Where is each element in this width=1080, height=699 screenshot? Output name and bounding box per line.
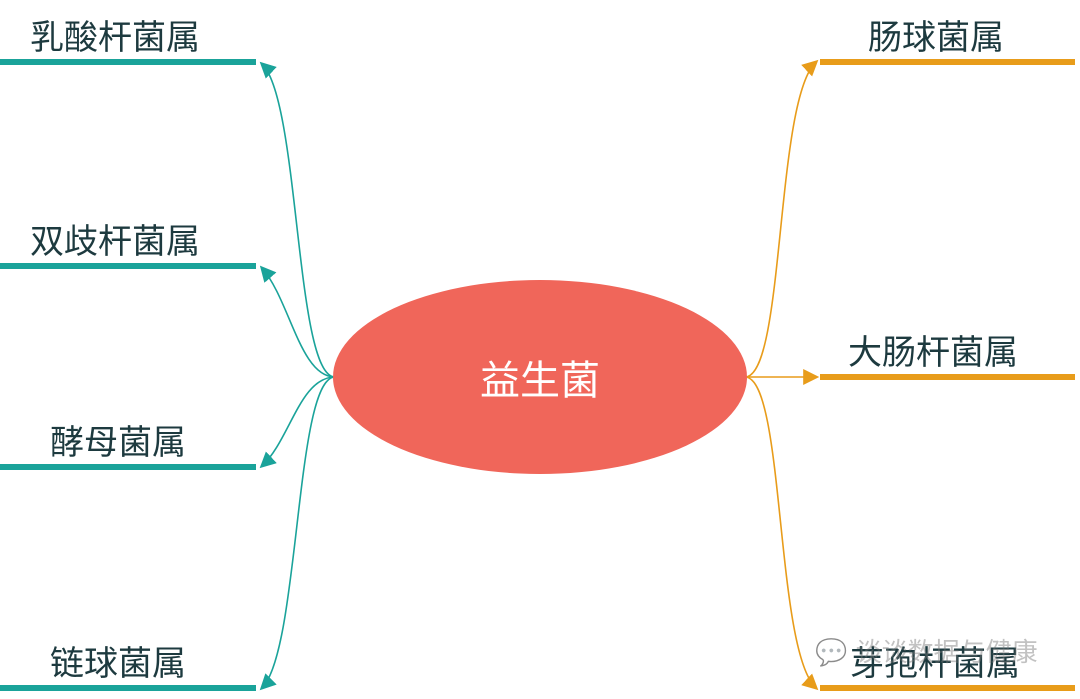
underline-left-1 [0,59,256,65]
branch-label-enterococcus: 肠球菌属 [868,18,1004,58]
branch-label-streptococcus: 链球菌属 [50,644,186,684]
underline-left-2 [0,263,256,269]
connector-left-3 [259,376,336,469]
center-node: 益生菌 [333,280,747,474]
connector-right-3 [744,376,819,691]
connector-left-1 [259,61,336,378]
underline-right-2 [820,374,1075,380]
center-node-shape [333,280,747,474]
right-branch-lines [744,59,1075,691]
center-label: 益生菌 [480,358,600,404]
connector-left-4 [259,376,336,691]
branch-label-bacillus: 芽孢杆菌属 [850,644,1020,684]
watermark: 💬 谈谈数据与健康 [815,632,1038,669]
branch-label-saccharomyces: 酵母菌属 [50,423,186,463]
connector-right-1 [744,59,819,378]
wechat-icon: 💬 [815,638,848,668]
branch-label-escherichia: 大肠杆菌属 [848,333,1018,373]
watermark-text: 谈谈数据与健康 [855,638,1038,668]
underline-right-1 [820,59,1075,65]
underline-left-4 [0,685,256,691]
connector-left-2 [259,265,336,378]
left-branch-lines [0,59,336,691]
branch-label-lactobacillus: 乳酸杆菌属 [30,18,200,58]
underline-right-3 [820,685,1075,691]
underline-left-3 [0,464,256,470]
branch-label-bifidobacterium: 双歧杆菌属 [30,222,200,262]
